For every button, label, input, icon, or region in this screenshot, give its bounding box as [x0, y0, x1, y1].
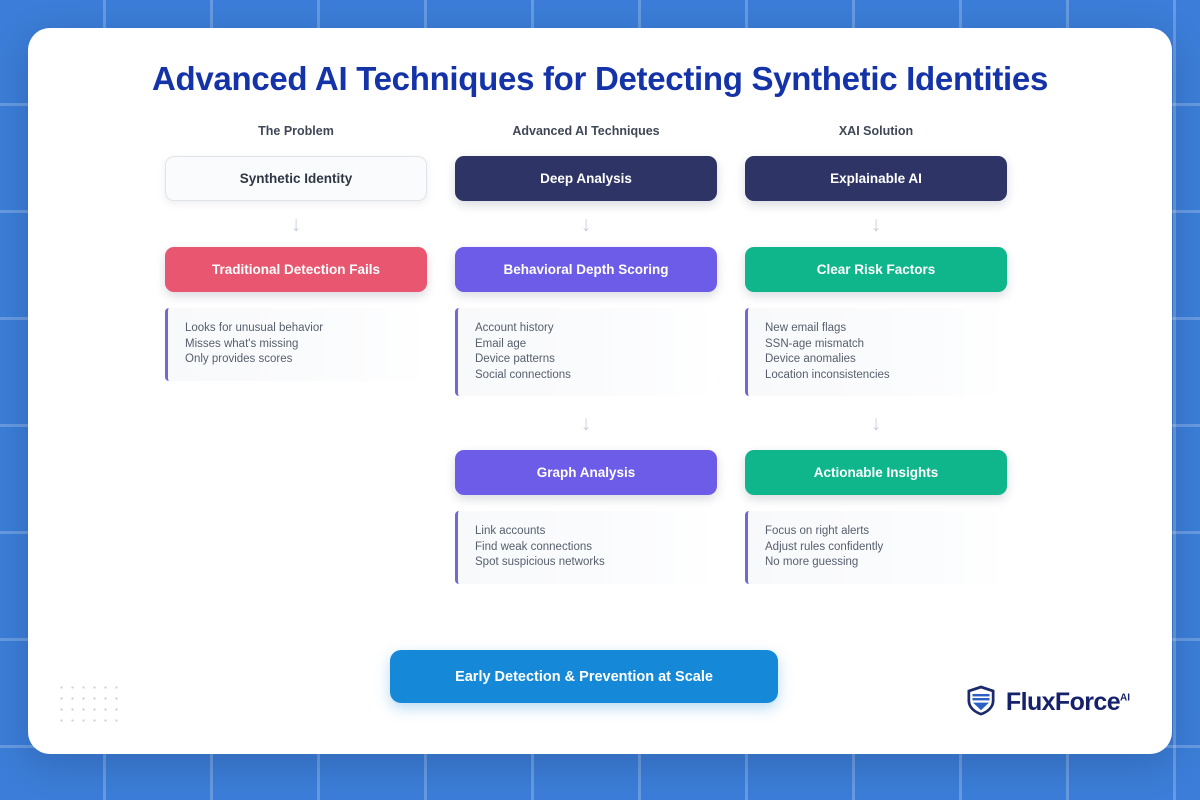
bottom-list-panel-3: Focus on right alerts Adjust rules confi… — [745, 511, 1007, 584]
top-box-deep-analysis[interactable]: Deep Analysis — [455, 156, 717, 201]
list-item: SSN-age mismatch — [765, 337, 865, 350]
bottom-box-label-3: Actionable Insights — [813, 465, 939, 480]
list-item: Email age — [475, 337, 527, 350]
mid-box-label-2: Behavioral Depth Scoring — [503, 262, 669, 277]
infographic-card: Advanced AI Techniques for Detecting Syn… — [28, 28, 1172, 754]
mid-box-behavioral-depth-scoring[interactable]: Behavioral Depth Scoring — [455, 247, 717, 292]
bottom-list-panel-2: Link accounts Find weak connections Spot… — [455, 511, 717, 584]
mid-box-clear-risk-factors[interactable]: Clear Risk Factors — [745, 247, 1007, 292]
list-item: Account history — [475, 322, 554, 334]
column-xai-solution: XAI Solution Explainable AI ↓ Clear Risk… — [745, 124, 1007, 584]
bottom-box-graph-analysis[interactable]: Graph Analysis — [455, 450, 717, 495]
logo-name: FluxForce — [1005, 688, 1121, 716]
list-item: Find weak connections — [475, 540, 592, 553]
column-heading-2: Advanced AI Techniques — [512, 124, 660, 138]
cta-label: Early Detection & Prevention at Scale — [455, 668, 713, 685]
column-the-problem: The Problem Synthetic Identity ↓ Traditi… — [165, 124, 427, 584]
cta-early-detection[interactable]: Early Detection & Prevention at Scale — [390, 650, 778, 703]
down-arrow-icon-1a: ↓ — [290, 212, 302, 236]
list-item: New email flags — [765, 322, 847, 334]
column-heading-1: The Problem — [258, 124, 334, 138]
shield-icon — [964, 683, 998, 722]
columns-container: The Problem Synthetic Identity ↓ Traditi… — [165, 124, 1035, 584]
down-arrow-icon-3a: ↓ — [870, 212, 882, 236]
brand-logo: FluxForceAI — [964, 683, 1130, 722]
dot-grid-decoration — [56, 682, 126, 730]
list-item: Focus on right alerts — [765, 525, 870, 537]
mid-list-panel-1: Looks for unusual behavior Misses what's… — [165, 308, 427, 381]
mid-box-label-3: Clear Risk Factors — [816, 262, 936, 277]
down-arrow-icon-2a: ↓ — [580, 212, 592, 236]
top-box-synthetic-identity[interactable]: Synthetic Identity — [165, 156, 427, 201]
top-box-label-1: Synthetic Identity — [239, 171, 353, 186]
list-item: Adjust rules confidently — [765, 540, 884, 553]
column-advanced-ai-techniques: Advanced AI Techniques Deep Analysis ↓ B… — [455, 124, 717, 584]
top-box-explainable-ai[interactable]: Explainable AI — [745, 156, 1007, 201]
bottom-box-actionable-insights[interactable]: Actionable Insights — [745, 450, 1007, 495]
page-title: Advanced AI Techniques for Detecting Syn… — [151, 60, 1049, 97]
mid-list-panel-3: New email flags SSN-age mismatch Device … — [745, 308, 1007, 396]
list-item: Location inconsistencies — [765, 368, 890, 381]
bottom-box-label-2: Graph Analysis — [536, 465, 636, 480]
logo-wordmark: FluxForceAI — [1006, 688, 1130, 717]
list-item: Looks for unusual behavior — [185, 322, 324, 334]
list-item: Device anomalies — [765, 353, 856, 365]
top-box-label-3: Explainable AI — [830, 171, 922, 186]
down-arrow-icon-3b: ↓ — [870, 411, 882, 435]
down-arrow-icon-2b: ↓ — [580, 411, 592, 435]
mid-list-panel-2: Account history Email age Device pattern… — [455, 308, 717, 396]
list-item: Social connections — [475, 368, 571, 381]
logo-superscript: AI — [1120, 692, 1130, 704]
list-item: Misses what's missing — [185, 337, 299, 350]
mid-box-traditional-detection-fails[interactable]: Traditional Detection Fails — [165, 247, 427, 292]
column-heading-3: XAI Solution — [838, 124, 914, 138]
mid-box-label-1: Traditional Detection Fails — [211, 262, 381, 277]
top-box-label-2: Deep Analysis — [540, 171, 632, 186]
list-item: Device patterns — [475, 353, 555, 365]
list-item: Spot suspicious networks — [475, 556, 605, 568]
list-item: No more guessing — [765, 556, 859, 568]
list-item: Link accounts — [475, 525, 546, 537]
list-item: Only provides scores — [185, 353, 293, 365]
